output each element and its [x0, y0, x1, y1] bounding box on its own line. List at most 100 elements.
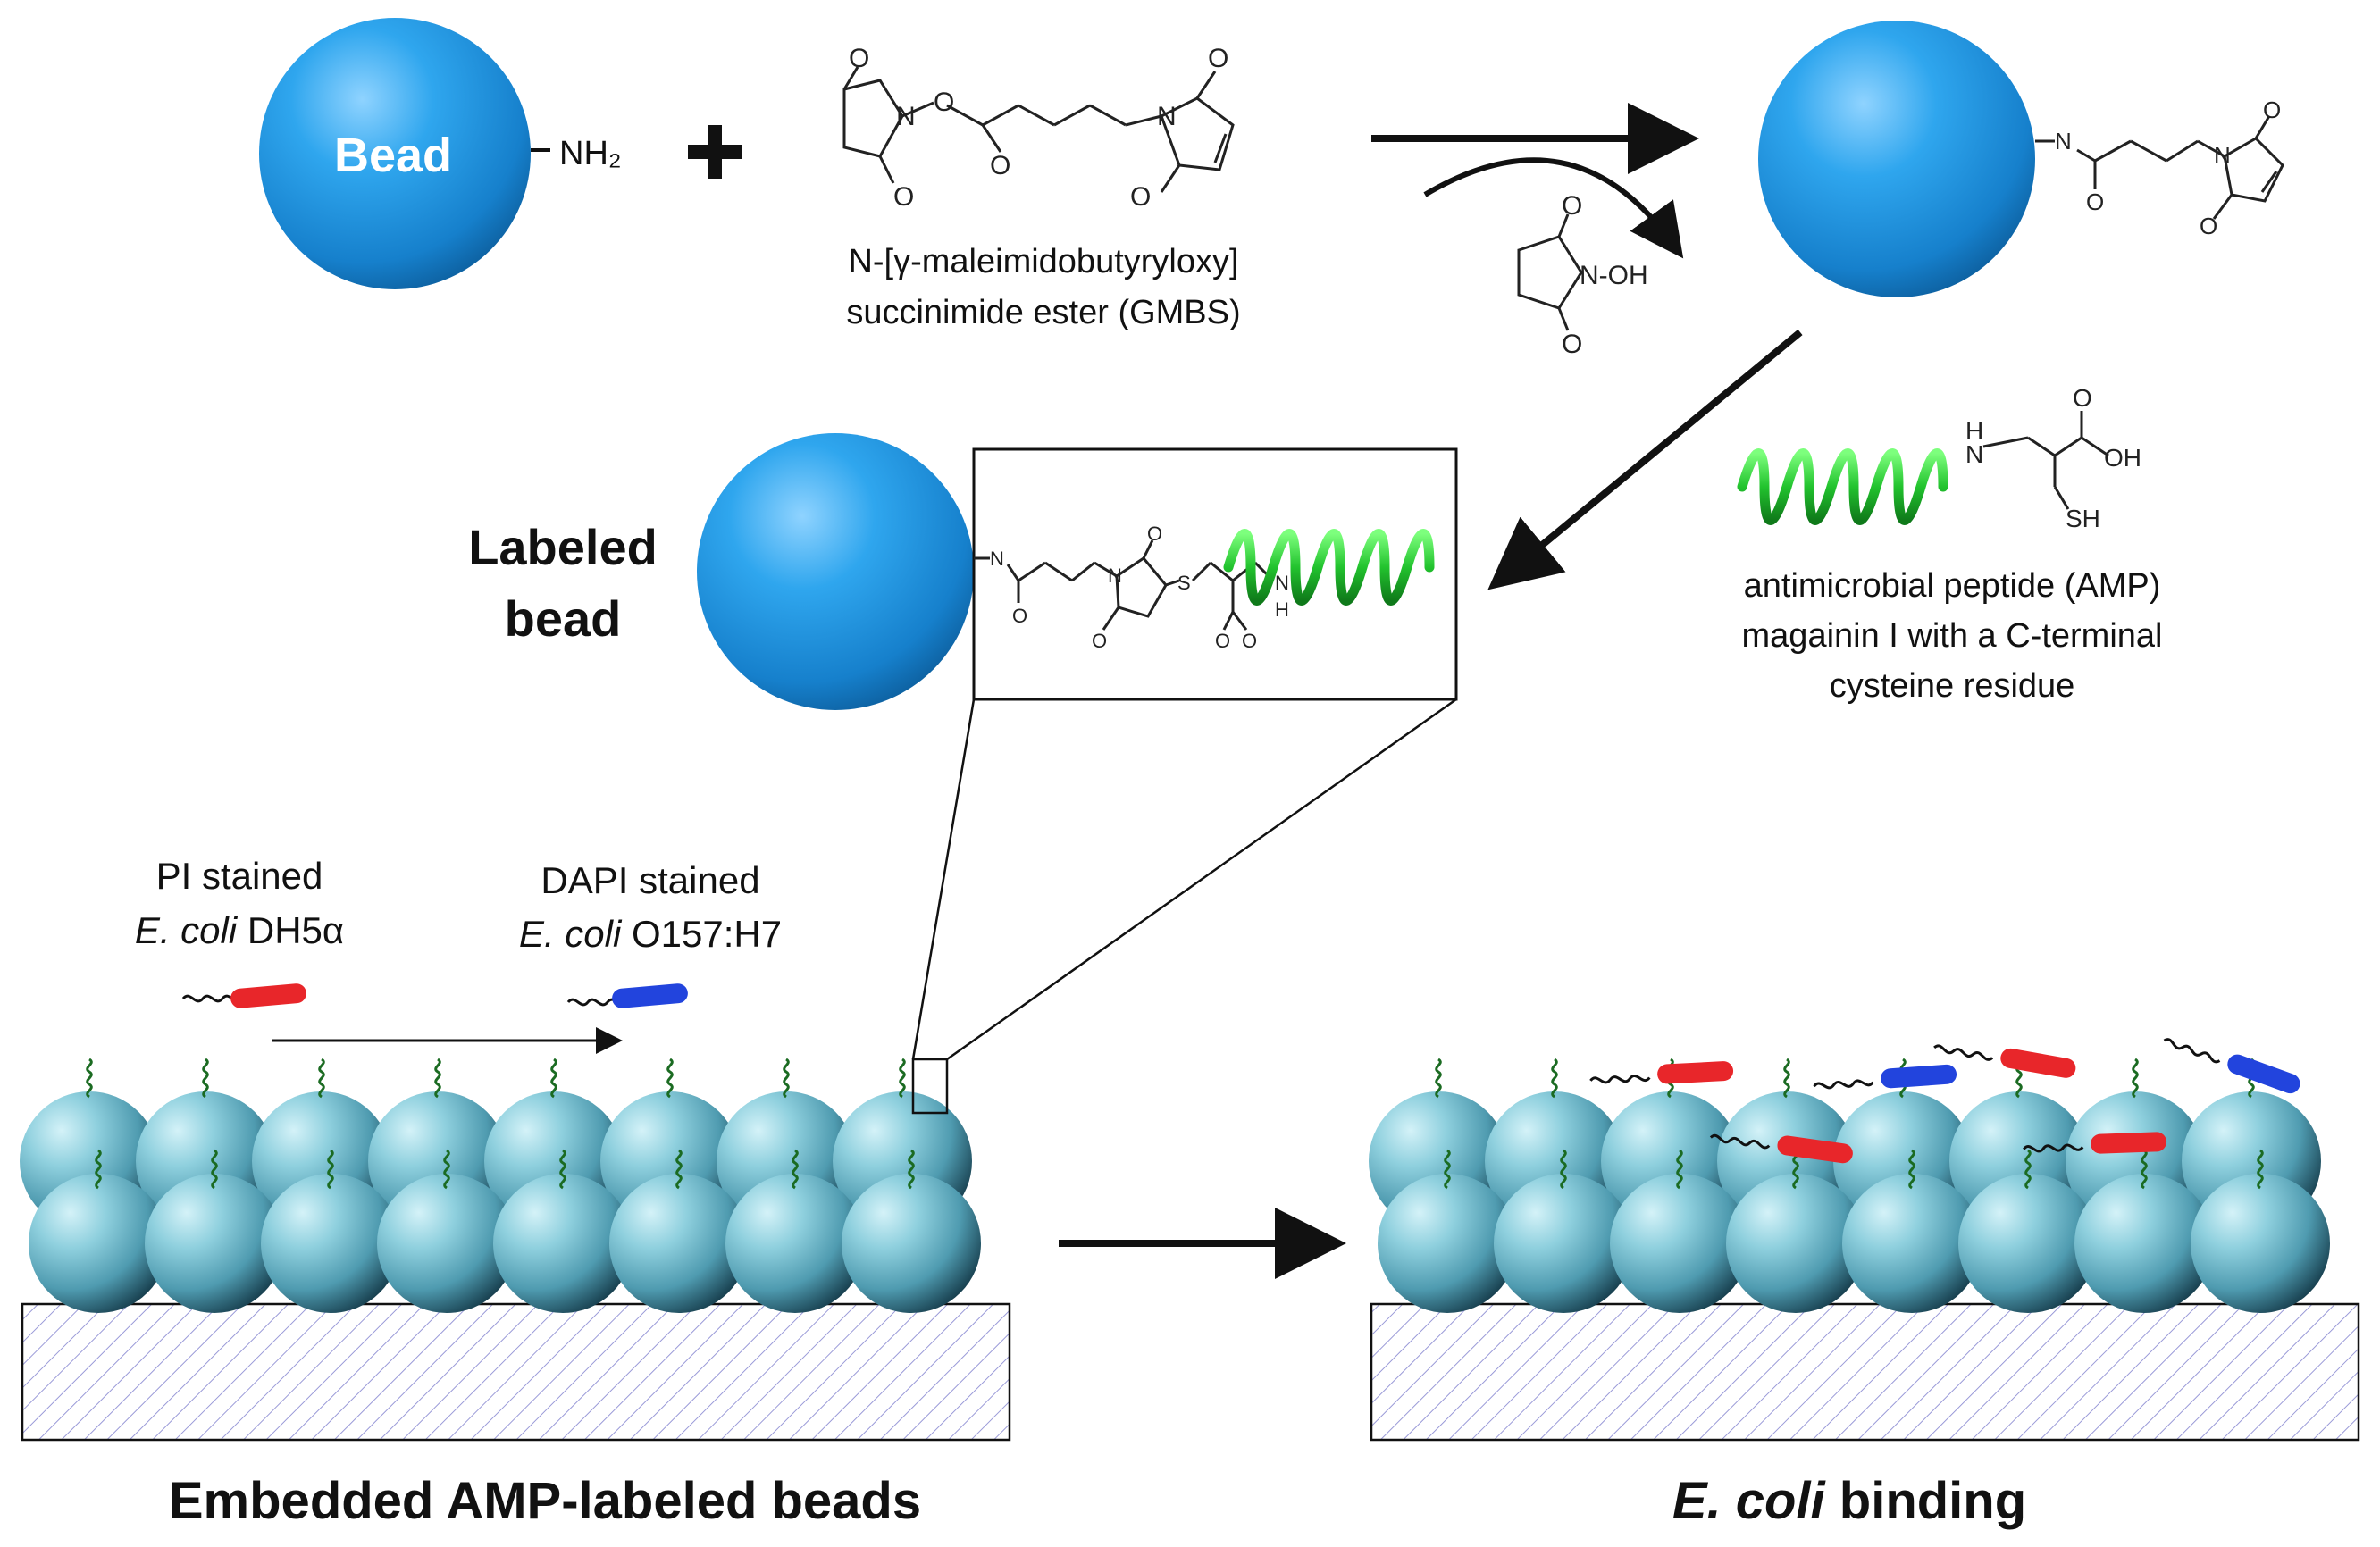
flagellum [1709, 1133, 1771, 1150]
left-peptide-icon [559, 1149, 566, 1190]
linker-atom-h: H [1275, 598, 1289, 621]
right-peptide-icon [1551, 1058, 1558, 1099]
dapi-stain-line1: DAPI stained [541, 859, 759, 901]
left-peptide-icon [95, 1149, 102, 1190]
right-peptide-icon [1792, 1149, 1799, 1190]
caption-right-species: E. coli [1672, 1472, 1827, 1530]
dapi-stain-line2: E. coli O157:H7 [519, 913, 782, 955]
linker-atom-o1: O [1012, 605, 1027, 627]
zoom-source-box [911, 1058, 949, 1115]
amp-label-line3: cysteine residue [1830, 667, 2075, 705]
left-bead-front [609, 1174, 749, 1313]
left-peptide-icon [899, 1058, 906, 1099]
left-peptide-icon [211, 1149, 218, 1190]
right-bead-front [1494, 1174, 1633, 1313]
zoom-line-right [946, 698, 1457, 1061]
bead-label: Bead [334, 129, 452, 182]
reaction-arrow-2 [1488, 329, 1803, 590]
flagellum [1933, 1044, 1994, 1061]
gmbs-atom-o4: O [990, 151, 1010, 180]
amp-label-line2: magainin I with a C-terminal [1742, 617, 2163, 655]
bound-bacterium-icon [1813, 1064, 1957, 1090]
dapi-stain-species: E. coli [519, 913, 623, 955]
left-peptide-icon [318, 1058, 325, 1099]
left-bead-layer [20, 1058, 981, 1313]
right-bead-front [2191, 1174, 2330, 1313]
bound-bacterium-icon [1589, 1061, 1734, 1084]
gmbs-atom-n1: N [896, 102, 916, 131]
nhs-label: N-OH [1580, 261, 1648, 290]
gmbs-atom-o3: O [934, 88, 954, 117]
gmbs-structure: O O N O O N O O [842, 44, 1235, 212]
bacterium-body [1657, 1061, 1734, 1084]
zoom-box [972, 447, 1458, 701]
amine-bead: Bead NH₂ [259, 18, 622, 289]
left-peptide-icon [908, 1149, 915, 1190]
activated-atom-n2: N [2214, 142, 2231, 169]
amp-atom-h: H [1965, 417, 1983, 445]
left-peptide-icon [792, 1149, 799, 1190]
bacterium-body [2000, 1048, 2076, 1078]
amp-atom-sh: SH [2066, 505, 2100, 532]
caption-right-rest: binding [1825, 1472, 2027, 1530]
bound-bacterium-icon [1709, 1133, 1853, 1164]
linker-atom-o4: O [1215, 630, 1230, 652]
bound-bacterium-icon [2023, 1132, 2167, 1154]
nhs-byproduct: O O N-OH [1517, 191, 1648, 359]
left-peptide-icon [202, 1058, 209, 1099]
nhs-atom-o1: O [1562, 191, 1582, 221]
linker-atom-o3: O [1092, 630, 1107, 652]
pi-stain-species: E. coli [135, 909, 239, 951]
left-bead-front [725, 1174, 865, 1313]
right-peptide-icon [1783, 1058, 1790, 1099]
dapi-stain-strain: O157:H7 [632, 913, 782, 955]
byproduct-arrow [1423, 157, 1684, 259]
bacterium-body [1777, 1135, 1853, 1164]
gmbs-atom-n2: N [1157, 102, 1177, 131]
left-bead-front [377, 1174, 516, 1313]
pi-bacterium-icon [181, 983, 306, 1008]
dapi-bacterium-icon [566, 983, 688, 1008]
amp-peptide-helix [1737, 448, 1948, 525]
left-bead-front [29, 1174, 168, 1313]
right-bead-front [2074, 1174, 2214, 1313]
left-substrate [21, 1302, 1011, 1442]
bound-bacterium-icon [2163, 1038, 2300, 1094]
right-bead-front [1726, 1174, 1865, 1313]
pi-stain-line1: PI stained [156, 855, 323, 897]
flagellum [1589, 1075, 1651, 1084]
right-bead-front [1842, 1174, 1982, 1313]
amine-group-label: NH₂ [559, 135, 622, 172]
linker-atom-s: S [1177, 572, 1191, 594]
amp-atom-oh: OH [2104, 444, 2141, 472]
left-peptide-icon [443, 1149, 450, 1190]
pi-stain-line2: E. coli DH5α [135, 909, 344, 951]
pi-stain-strain: DH5α [247, 909, 344, 951]
left-peptide-icon [550, 1058, 557, 1099]
right-peptide-icon [1560, 1149, 1567, 1190]
bacterium-body [2091, 1132, 2167, 1154]
amine-bead-sphere [259, 18, 531, 289]
flagellum [2163, 1038, 2221, 1064]
bacterium-body [2227, 1054, 2300, 1094]
activated-bead: N O N O O [1758, 21, 2284, 297]
activated-atom-n1: N [2055, 128, 2072, 155]
labeled-peptide-helix [1223, 529, 1435, 606]
activated-atom-o1: O [2086, 188, 2104, 215]
bound-bacteria [1589, 1038, 2300, 1164]
flagellum [2023, 1143, 2084, 1153]
nhs-atom-o2: O [1562, 330, 1582, 359]
linker-atom-o2: O [1147, 523, 1162, 545]
right-peptide-icon [1435, 1058, 1442, 1099]
left-peptide-icon [434, 1058, 441, 1099]
plus-sign-icon [688, 125, 742, 179]
labeled-bead-label-line2: bead [505, 590, 622, 647]
right-bead-front [1378, 1174, 1517, 1313]
right-substrate [1370, 1302, 2360, 1442]
caption-left: Embedded AMP-labeled beads [169, 1472, 921, 1530]
labeled-linker-structure: N O N O O S O O N H [974, 523, 1289, 652]
left-bead-front [842, 1174, 981, 1313]
linker-atom-n3: N [1275, 572, 1289, 594]
bound-bacterium-icon [1933, 1044, 2076, 1078]
bacterium-body [1881, 1064, 1957, 1089]
